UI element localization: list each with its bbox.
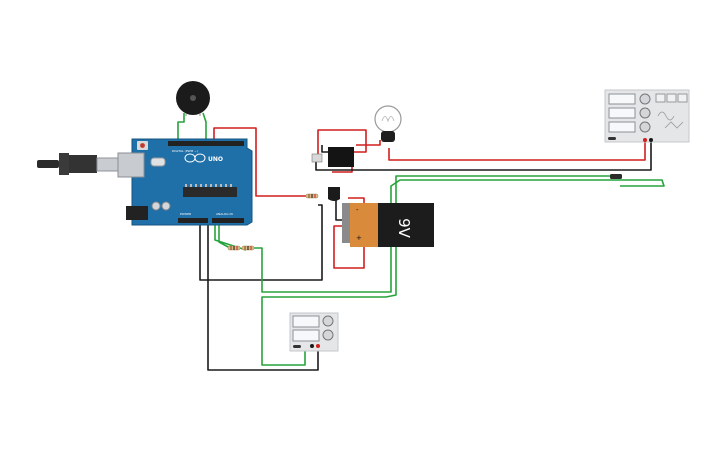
battery-snap [342, 203, 350, 243]
digital-header: DIGITAL (PWM ~) [168, 141, 244, 153]
wire-green-generator-to-supply[interactable] [261, 175, 612, 366]
battery-9v[interactable]: 9V - + [342, 203, 434, 247]
resistor-generator[interactable] [610, 174, 622, 179]
generator-terminal-positive[interactable] [643, 138, 647, 142]
wire-black-transistor-to-battery[interactable] [335, 198, 342, 221]
dc-jack [126, 206, 148, 220]
wires [177, 112, 665, 371]
analog-label: ANALOG IN [216, 212, 233, 216]
supply-knob-current[interactable] [322, 329, 334, 341]
wire-red-relay-to-bulb[interactable] [356, 140, 381, 146]
power-label: POWER [180, 212, 191, 216]
capacitor-2 [161, 201, 171, 211]
generator-knob-2[interactable] [639, 107, 651, 119]
atmega-chip [183, 187, 237, 197]
digital-label: DIGITAL (PWM ~) [172, 149, 198, 153]
wire-black-gnd-to-transistor[interactable] [199, 204, 323, 281]
wire-black-gnd-to-supply[interactable] [207, 224, 319, 371]
generator-display-2 [608, 107, 636, 119]
capacitor-1 [151, 201, 161, 211]
usb-connector [96, 157, 122, 172]
power-supply[interactable] [289, 312, 339, 352]
battery-orange-band [350, 203, 378, 247]
generator-power-switch[interactable] [608, 137, 616, 140]
wire-red-relay-loop[interactable] [317, 129, 367, 173]
battery-plus-label: + [356, 234, 362, 242]
crystal [150, 157, 166, 167]
relay-terminal [311, 153, 323, 163]
wire-black-relay-to-generator[interactable] [315, 141, 652, 171]
usb-port [117, 152, 145, 178]
generator-terminal-negative[interactable] [649, 138, 653, 142]
waveform-button-square[interactable] [666, 93, 677, 103]
usb-cable-strain-relief [59, 153, 69, 175]
power-analog-header: POWER ANALOG IN [178, 212, 244, 223]
wire-red-arduino-to-transistor[interactable] [213, 127, 306, 197]
function-generator[interactable] [604, 89, 690, 143]
battery-minus-label: - [356, 206, 359, 214]
transistor[interactable] [328, 187, 340, 201]
arduino-logo: UNO [184, 153, 223, 163]
generator-knob-1[interactable] [639, 93, 651, 105]
relay-icon [328, 147, 354, 167]
waveform-button-triangle[interactable] [677, 93, 688, 103]
generator-knob-3[interactable] [639, 121, 651, 133]
battery-body [378, 203, 434, 247]
triangle-wave-icon [664, 121, 684, 129]
transistor-icon [328, 187, 340, 201]
chip-pins [185, 184, 232, 187]
relay[interactable] [311, 147, 354, 167]
wire-black-relay-side[interactable] [321, 145, 330, 153]
resistor-analog-1[interactable] [227, 245, 241, 251]
supply-power-switch[interactable] [293, 345, 301, 348]
light-bulb-icon [374, 105, 402, 133]
light-bulb[interactable] [374, 105, 402, 142]
bulb-socket [381, 131, 395, 142]
usb-plug-body [69, 155, 97, 173]
piezo-buzzer[interactable] [176, 81, 210, 116]
sine-wave-icon [657, 111, 675, 121]
supply-display-current [292, 329, 320, 342]
brand-label: UNO [208, 156, 223, 163]
battery-voltage-label: 9V [395, 218, 413, 239]
supply-terminal-negative[interactable] [310, 344, 314, 348]
wire-green-buzzer-right[interactable] [202, 112, 207, 139]
waveform-button-sine[interactable] [655, 93, 666, 103]
wire-green-buzzer-left[interactable] [177, 113, 185, 139]
generator-display-3 [608, 121, 636, 133]
usb-cable [37, 153, 122, 175]
supply-display-voltage [292, 315, 320, 328]
resistor-analog-2[interactable] [241, 245, 255, 251]
supply-knob-voltage[interactable] [322, 315, 334, 327]
generator-display-1 [608, 93, 636, 105]
usb-plug-icon [37, 160, 59, 168]
wire-red-bulb-to-generator[interactable] [388, 141, 646, 161]
supply-terminal-positive[interactable] [316, 344, 320, 348]
wire-green-resistor-to-generator[interactable] [254, 179, 665, 293]
arduino-uno-board[interactable]: DIGITAL (PWM ~) UNO POWER ANALOG IN [117, 138, 253, 226]
resistor-transistor[interactable] [305, 193, 319, 199]
resistor-icon [610, 174, 622, 179]
wire-red-battery-loop[interactable] [333, 197, 365, 269]
